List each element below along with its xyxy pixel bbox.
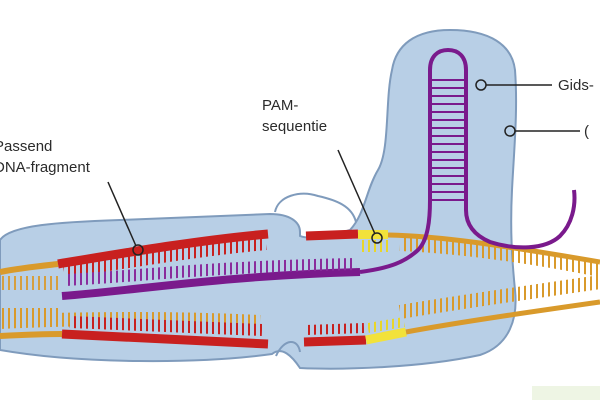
cas9-lower-notch <box>275 341 301 357</box>
dna-upper-strand-left <box>0 261 59 290</box>
pointer-matching-dna <box>107 181 144 256</box>
pointer-cas9 <box>504 125 580 137</box>
corner-decoration <box>532 386 600 400</box>
dna-upper-strand-right <box>387 232 600 277</box>
label-cas9: ( <box>584 123 589 140</box>
label-pam-sequence: PAM- sequentie <box>262 95 327 137</box>
label-matching-dna-line1: Passend <box>0 138 53 155</box>
pointer-pam <box>337 149 383 244</box>
label-matching-dna-fragment: Passend DNA-fragment <box>0 136 90 178</box>
guide-rna <box>61 47 577 300</box>
pointer-guide-rna <box>475 79 552 91</box>
dna-lower-strand <box>0 275 600 349</box>
label-pam-line2: sequentie <box>262 118 328 135</box>
label-matching-dna-line2: DNA-fragment <box>0 159 90 176</box>
label-pam-line1: PAM- <box>262 97 299 114</box>
dna-target-upper <box>57 229 359 278</box>
cas9-protein <box>0 28 518 370</box>
cas9-inner-lobe <box>274 192 357 223</box>
label-guide-rna: Gids- <box>558 77 594 94</box>
